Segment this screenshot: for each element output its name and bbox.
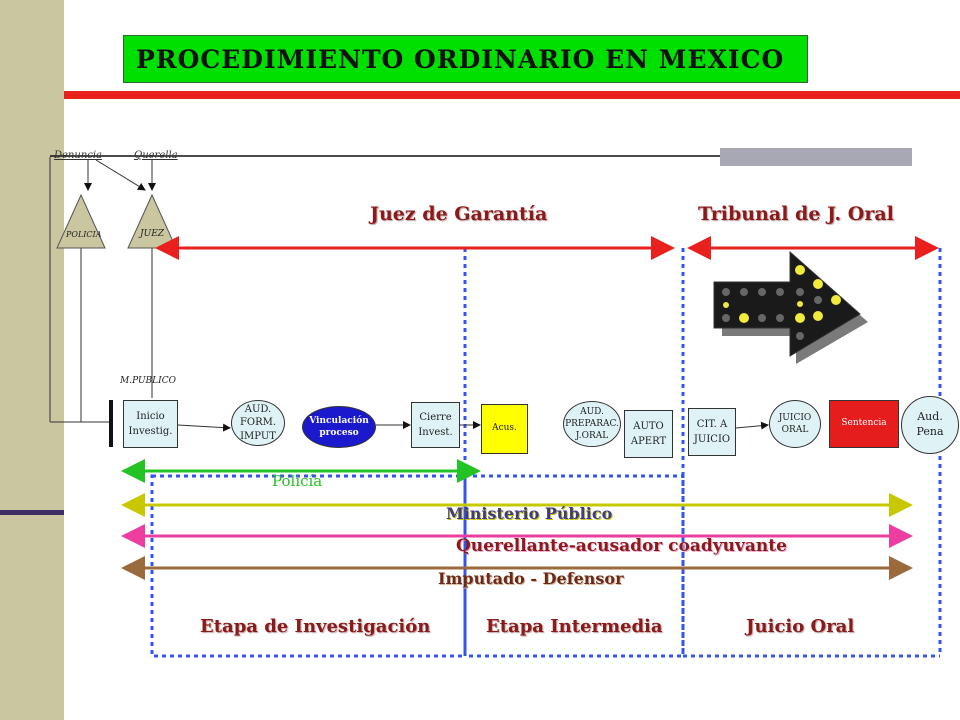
flow-node-label: Vinculación proceso	[309, 415, 369, 438]
imputado-actor-label: Imputado - Defensor	[438, 569, 624, 588]
gray-bar	[720, 148, 912, 166]
flow-node-aud-prep: AUD. PREPARAC. J.ORAL	[563, 401, 621, 447]
flow-connector	[735, 421, 769, 430]
ministerio-actor-label: Ministerio Público	[446, 504, 613, 523]
sidebar-band	[0, 0, 64, 720]
flow-node-cit-juicio: CIT. A JUICIO	[688, 408, 736, 456]
flow-node-label: AUTO APERT	[630, 421, 667, 447]
juez-triangle	[127, 193, 177, 249]
flow-node-label: Cierre Invest.	[418, 412, 453, 438]
sidebar-accent	[0, 510, 64, 515]
flow-node-auto-apert: AUTO APERT	[624, 410, 673, 458]
flow-node-juicio-oral: JUICIO ORAL	[769, 400, 821, 448]
flow-node-cierre: Cierre Invest.	[411, 402, 460, 448]
top-red-rule	[64, 91, 960, 99]
title-box: PROCEDIMIENTO ORDINARIO EN MEXICO	[123, 35, 808, 83]
mp-label: M.PUBLICO	[120, 376, 176, 386]
flow-node-label: Acus.	[492, 423, 517, 434]
stage-juicio-label: Juicio Oral	[746, 616, 855, 637]
flow-node-label: CIT. A JUICIO	[693, 419, 731, 445]
denuncia-label: Denuncia	[54, 150, 103, 161]
flow-connector	[177, 423, 231, 432]
juez-triangle-label: JUEZ	[140, 229, 165, 239]
policia-triangle	[56, 193, 106, 249]
tribunal-heading: Tribunal de J. Oral	[698, 203, 894, 225]
flow-node-label: JUICIO ORAL	[778, 412, 812, 435]
arrow-icon	[713, 250, 868, 364]
flow-node-label: Inicio Investig.	[128, 411, 173, 437]
policia-triangle-label: POLICIA	[66, 230, 102, 239]
policia-actor-label: Policía	[272, 472, 323, 490]
flow-node-sentencia: Sentencia	[829, 400, 899, 448]
flow-node-aud-pena: Aud. Pena	[901, 396, 959, 454]
querellante-actor-label: Querellante-acusador coadyuvante	[456, 536, 787, 556]
page-title: PROCEDIMIENTO ORDINARIO EN MEXICO	[136, 44, 785, 74]
stage-intermedia-label: Etapa Intermedia	[486, 616, 663, 637]
flow-node-inicio: Inicio Investig.	[123, 400, 178, 448]
connector	[95, 159, 146, 191]
flow-node-vinculacion: Vinculación proceso	[302, 406, 376, 448]
stage-investigacion-label: Etapa de Investigación	[200, 616, 431, 637]
querella-label: Querella	[134, 150, 178, 161]
juez-garantia-heading: Juez de Garantía	[370, 203, 548, 225]
flow-node-label: Sentencia	[841, 418, 887, 429]
flow-node-label: AUD. PREPARAC. J.ORAL	[565, 406, 619, 442]
flow-node-aud-form: AUD. FORM. IMPUT	[231, 400, 285, 446]
flow-node-label: AUD. FORM. IMPUT	[239, 403, 277, 442]
flow-node-acus: Acus.	[481, 404, 528, 454]
flow-node-label: Aud. Pena	[916, 410, 944, 438]
